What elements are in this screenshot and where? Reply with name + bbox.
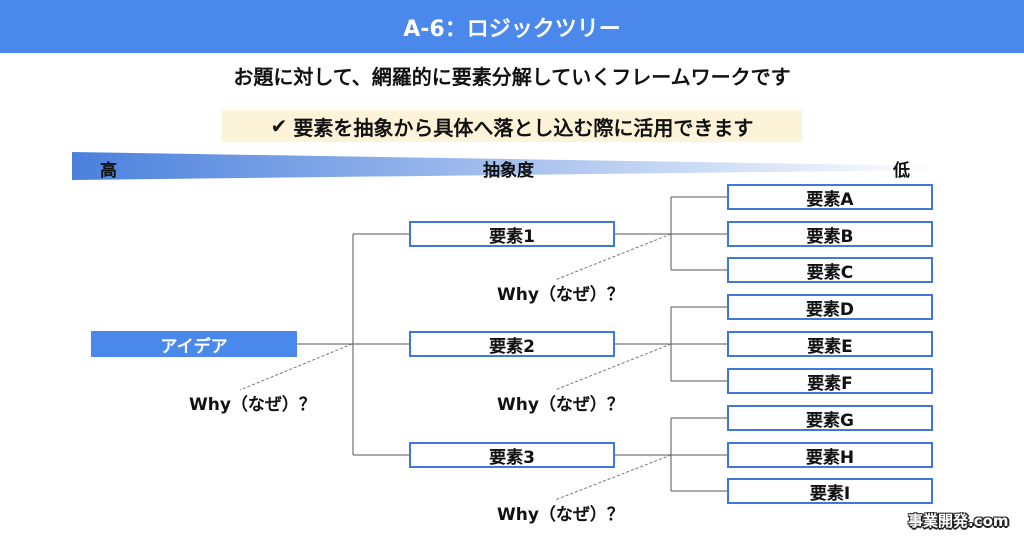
node-label: 要素D <box>805 299 855 320</box>
why-label-root: Why（なぜ）？ <box>189 395 316 415</box>
site-logo: 事業開発.com <box>908 512 1009 530</box>
node-label: 要素A <box>806 189 854 210</box>
node-element-a: 要素A <box>727 184 933 210</box>
node-label: 要素F <box>807 373 853 394</box>
node-element-i: 要素I <box>727 478 933 504</box>
highlight-box: ✔ 要素を抽象から具体へ落とし込む際に活用できます <box>222 110 802 142</box>
subtitle: お題に対して、網羅的に要素分解していくフレームワークです <box>233 65 791 89</box>
page-title: A-6：ロジックツリー <box>403 16 621 42</box>
node-label: 要素B <box>806 226 854 247</box>
node-element-h: 要素H <box>727 442 933 468</box>
node-label: アイデア <box>160 336 228 357</box>
node-label: 要素E <box>807 336 853 357</box>
scale-middle-label: 抽象度 <box>483 161 534 181</box>
node-label: 要素3 <box>489 447 535 468</box>
node-label: 要素2 <box>489 336 535 357</box>
why-label-element-1: Why（なぜ）？ <box>497 285 624 305</box>
node-element-f: 要素F <box>727 368 933 394</box>
highlight-text: 要素を抽象から具体へ落とし込む際に活用できます <box>293 115 754 140</box>
node-element-d: 要素D <box>727 294 933 320</box>
node-label: 要素I <box>809 483 851 504</box>
node-label: 要素1 <box>489 226 535 247</box>
node-element-e: 要素E <box>727 331 933 357</box>
root-node-idea: アイデア <box>91 331 297 357</box>
node-element-1: 要素1 <box>409 221 615 247</box>
node-label: 要素C <box>806 262 854 283</box>
node-element-3: 要素3 <box>409 442 615 468</box>
why-label-element-2: Why（なぜ）？ <box>497 395 624 415</box>
abstraction-gradient-wedge <box>72 152 942 180</box>
check-icon: ✔ <box>270 114 288 138</box>
why-label-element-3: Why（なぜ）？ <box>497 505 624 525</box>
scale-low-label: 低 <box>893 161 910 181</box>
node-element-c: 要素C <box>727 257 933 283</box>
header-bar: A-6：ロジックツリー <box>0 0 1024 53</box>
node-element-b: 要素B <box>727 221 933 247</box>
node-element-g: 要素G <box>727 405 933 431</box>
node-label: 要素H <box>805 447 855 468</box>
node-label: 要素G <box>806 410 854 431</box>
scale-high-label: 高 <box>100 161 117 181</box>
node-element-2: 要素2 <box>409 331 615 357</box>
